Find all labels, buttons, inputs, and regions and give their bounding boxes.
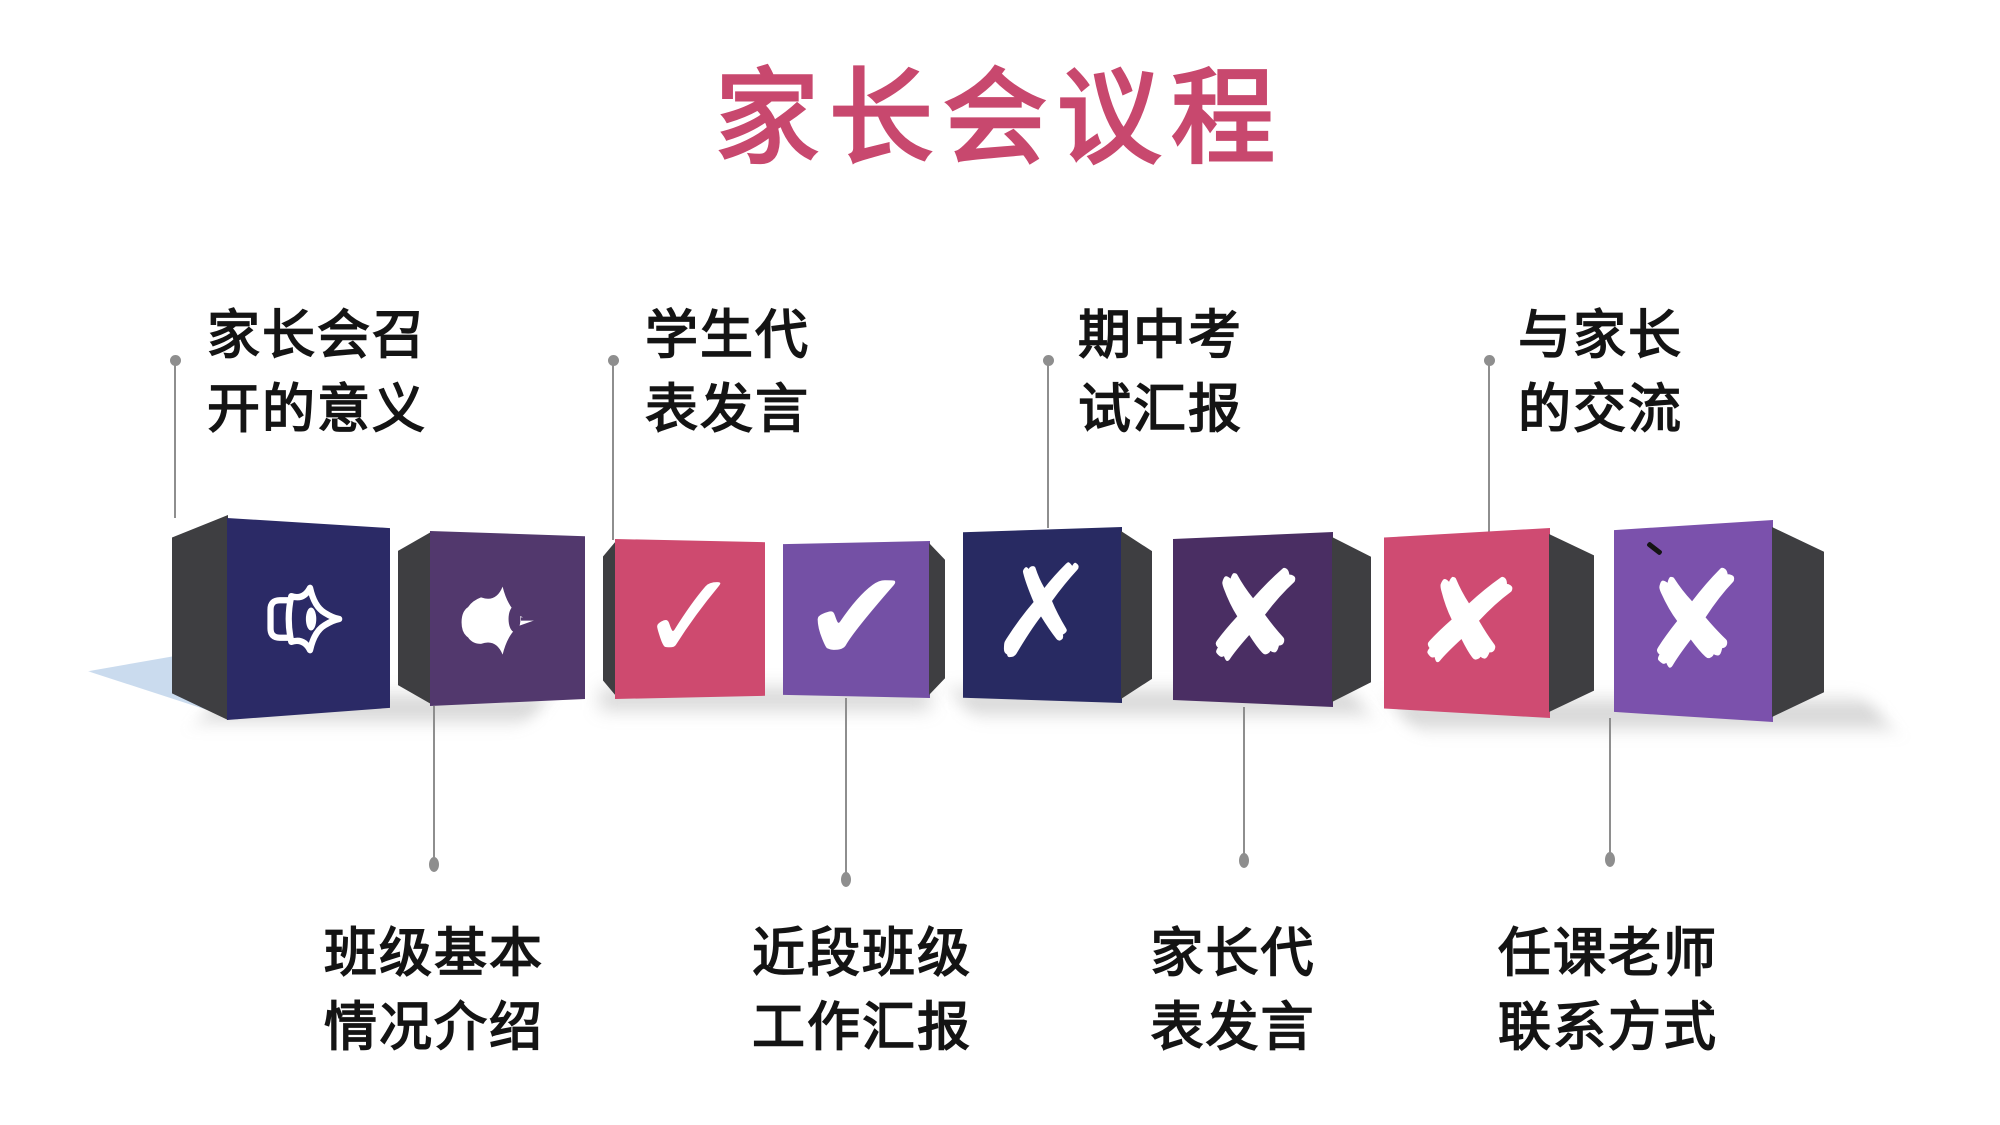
agenda-label-6: 家长代 表发言	[1150, 924, 1316, 1057]
check-bold-icon: ✔	[802, 542, 911, 692]
connector-dot	[1043, 355, 1054, 366]
cross-icon: ✗	[988, 538, 1097, 687]
cube-6-face: ✘	[1173, 532, 1333, 707]
cube-side-face	[603, 541, 616, 696]
cube-side-face	[1549, 534, 1594, 712]
cube-side-face	[398, 532, 431, 704]
connector-line	[433, 706, 435, 859]
connector-line	[1243, 707, 1245, 855]
connector-line	[1609, 718, 1611, 854]
agenda-label-1: 家长会召 开的意义	[207, 306, 427, 439]
cube-1-face	[227, 518, 390, 720]
cube-side-face	[929, 543, 945, 695]
cube-side-face	[1332, 537, 1371, 702]
agenda-label-8: 任课老师 联系方式	[1498, 924, 1718, 1057]
connector-line	[612, 364, 614, 540]
cross-brush-icon: ✘	[1407, 545, 1527, 701]
connector-dot	[429, 857, 439, 872]
connector-line	[845, 698, 847, 874]
cube-side-face	[1772, 527, 1824, 717]
connector-dot	[1239, 853, 1249, 868]
cube-side-face	[172, 515, 228, 720]
connector-dot	[608, 355, 619, 366]
connector-dot	[1605, 852, 1615, 867]
cube-2-face	[430, 531, 585, 706]
agenda-label-4: 近段班级 工作汇报	[752, 924, 972, 1057]
cross-brush-bold-icon: ✘	[1633, 541, 1754, 701]
cross-bold-icon: ✘	[1200, 543, 1306, 691]
connector-dot	[841, 872, 851, 887]
megaphone-icon	[461, 586, 545, 655]
cube-8-face: ✘	[1614, 520, 1773, 722]
connector-dot	[170, 355, 181, 366]
cube-side-face	[1121, 531, 1152, 699]
connector-line	[174, 364, 176, 518]
connector-line	[1488, 364, 1490, 532]
cube-5-face: ✗	[963, 527, 1122, 703]
page-title: 家长会议程	[714, 61, 1285, 177]
agenda-label-3: 学生代 表发言	[645, 306, 810, 439]
agenda-label-2: 班级基本 情况介绍	[324, 924, 544, 1057]
connector-dot	[1484, 355, 1495, 366]
cube-7-face: ✘	[1384, 528, 1550, 718]
check-icon: ✓	[638, 546, 742, 688]
agenda-label-5: 期中考 试汇报	[1078, 306, 1243, 439]
cube-4-face: ✔	[783, 541, 930, 698]
agenda-label-7: 与家长 的交流	[1518, 306, 1683, 439]
connector-line	[1047, 364, 1049, 528]
cube-3-face: ✓	[615, 539, 765, 699]
megaphone-outline-icon	[266, 584, 342, 654]
